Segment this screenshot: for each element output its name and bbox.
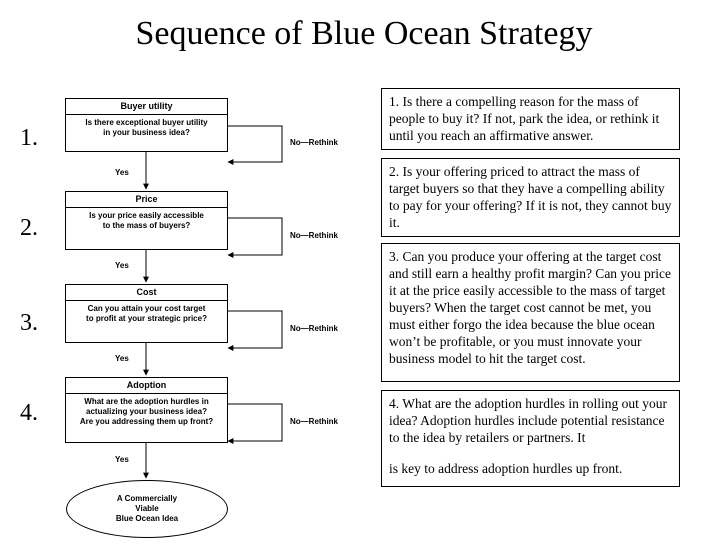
no-rethink-label-3: No—Rethink xyxy=(290,324,338,333)
step-number-1: 1. xyxy=(20,125,38,151)
flow-box-price-header: Price xyxy=(66,192,227,208)
yes-label-3: Yes xyxy=(115,354,129,363)
explanation-panel-4-text-b: is key to address adoption hurdles up fr… xyxy=(389,461,623,476)
flow-box-cost[interactable]: Cost Can you attain your cost target to … xyxy=(65,284,228,343)
explanation-panel-2-text: 2. Is your offering priced to attract th… xyxy=(389,164,672,230)
flow-box-cost-header: Cost xyxy=(66,285,227,301)
explanation-panel-4-text-a: 4. What are the adoption hurdles in roll… xyxy=(389,396,667,445)
explanation-panel-2: 2. Is your offering priced to attract th… xyxy=(381,158,680,237)
no-rethink-label-4: No—Rethink xyxy=(290,417,338,426)
step-number-3: 3. xyxy=(20,310,38,336)
flow-box-adoption[interactable]: Adoption What are the adoption hurdles i… xyxy=(65,377,228,443)
flow-box-cost-body: Can you attain your cost target to profi… xyxy=(86,304,207,323)
flow-box-buyer-utility[interactable]: Buyer utility Is there exceptional buyer… xyxy=(65,98,228,152)
outcome-oval[interactable]: A Commercially Viable Blue Ocean Idea xyxy=(66,480,228,538)
explanation-panel-3-text: 3. Can you produce your offering at the … xyxy=(389,249,672,366)
explanation-panel-1: 1. Is there a compelling reason for the … xyxy=(381,88,680,150)
flow-box-price[interactable]: Price Is your price easily accessible to… xyxy=(65,191,228,250)
explanation-panel-3: 3. Can you produce your offering at the … xyxy=(381,243,680,382)
no-rethink-label-1: No—Rethink xyxy=(290,138,338,147)
explanation-panel-4: 4. What are the adoption hurdles in roll… xyxy=(381,390,680,487)
flow-box-buyer-utility-body: Is there exceptional buyer utility in yo… xyxy=(85,118,208,137)
yes-label-4: Yes xyxy=(115,455,129,464)
no-rethink-label-2: No—Rethink xyxy=(290,231,338,240)
explanation-panel-1-text: 1. Is there a compelling reason for the … xyxy=(389,94,660,143)
yes-label-1: Yes xyxy=(115,168,129,177)
step-number-2: 2. xyxy=(20,215,38,241)
page-title: Sequence of Blue Ocean Strategy xyxy=(135,15,593,52)
step-number-4: 4. xyxy=(20,400,38,426)
flow-box-price-body: Is your price easily accessible to the m… xyxy=(89,211,204,230)
flow-box-adoption-header: Adoption xyxy=(66,378,227,394)
flow-box-buyer-utility-header: Buyer utility xyxy=(66,99,227,115)
outcome-oval-label: A Commercially Viable Blue Ocean Idea xyxy=(115,494,179,523)
yes-label-2: Yes xyxy=(115,261,129,270)
flow-box-adoption-body: What are the adoption hurdles in actuali… xyxy=(79,397,214,426)
